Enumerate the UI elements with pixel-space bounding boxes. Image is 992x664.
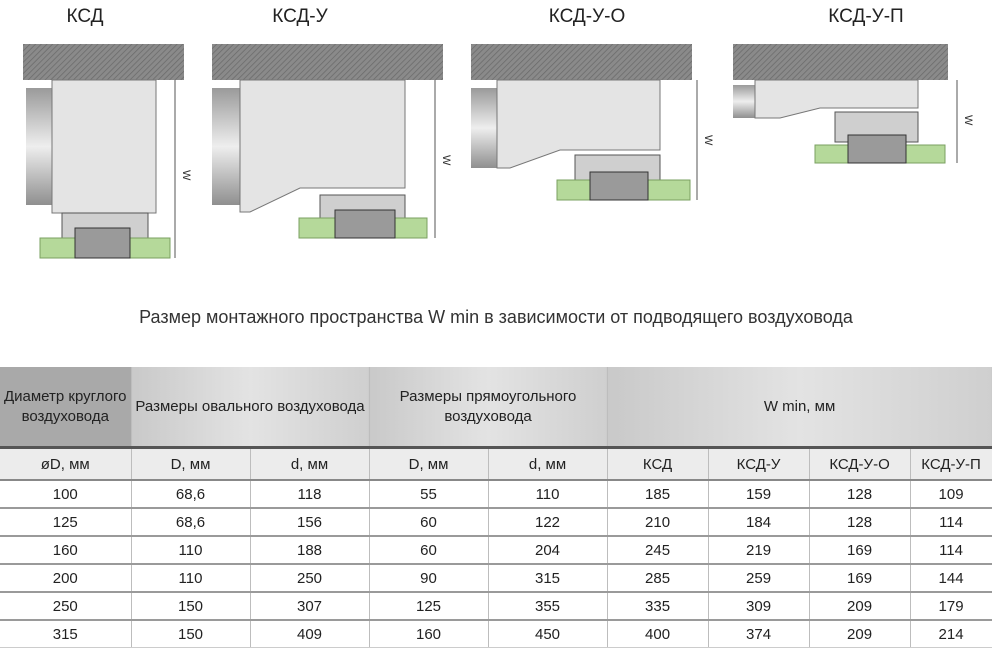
table-cell: 307 [250,592,370,621]
table-cell: 156 [250,508,370,537]
diagram-label-ksd-u-o: КСД-У-О [548,6,626,27]
table-cell: 214 [910,620,992,648]
sub-header: КСД [607,447,709,481]
table-cell: 60 [369,536,489,565]
wmin-table: Диаметр круглого воздуховода Размеры ова… [0,367,992,648]
table-caption: Размер монтажного пространства W min в з… [139,307,853,327]
table-cell: 179 [910,592,992,621]
table-cell: 245 [607,536,709,565]
table-cell: 68,6 [131,508,251,537]
table-cell: 209 [809,620,911,648]
table-cell: 125 [0,508,132,537]
dimension-w-label: W [702,135,714,146]
diagram-label-ksd-u-p: КСД-У-П [828,6,904,27]
table-cell: 259 [708,564,810,593]
table-cell: 200 [0,564,132,593]
table-cell: 285 [607,564,709,593]
diagram-label-ksd-u: КСД-У [272,6,328,27]
table-cell: 55 [369,480,489,509]
table-cell: 114 [910,508,992,537]
table-cell: 110 [131,536,251,565]
table-cell: 188 [250,536,370,565]
table-cell: 90 [369,564,489,593]
header-oval-duct: Размеры овального воздуховода [131,367,370,449]
header-round-duct: Диаметр круглого воздуховода [0,367,132,449]
sub-header: øD, мм [0,447,132,481]
table-cell: 125 [369,592,489,621]
installation-diagrams: W W W W [23,44,974,259]
sub-header: КСД-У-П [910,447,992,481]
table-cell: 450 [488,620,608,648]
table-cell: 110 [488,480,608,509]
table-cell: 110 [131,564,251,593]
sub-header: D, мм [131,447,251,481]
diagram-ksd-u-p: W [733,44,974,164]
table-cell: 309 [708,592,810,621]
table-cell: 335 [607,592,709,621]
table-cell: 150 [131,620,251,648]
table-cell: 109 [910,480,992,509]
table-cell: 210 [607,508,709,537]
diagram-ksd-u-o: W [471,44,714,201]
table-cell: 144 [910,564,992,593]
sub-header: D, мм [369,447,489,481]
table-cell: 204 [488,536,608,565]
table-cell: 374 [708,620,810,648]
table-cell: 159 [708,480,810,509]
table-cell: 184 [708,508,810,537]
sub-header: КСД-У-О [809,447,911,481]
table-cell: 128 [809,480,911,509]
table-cell: 169 [809,536,911,565]
table-cell: 400 [607,620,709,648]
table-cell: 355 [488,592,608,621]
table-cell: 68,6 [131,480,251,509]
table-cell: 315 [0,620,132,648]
diagram-ksd: W [23,44,192,259]
table-cell: 128 [809,508,911,537]
dimension-w-label: W [962,115,974,126]
table-cell: 250 [0,592,132,621]
table-cell: 250 [250,564,370,593]
dimension-w-label: W [180,170,192,181]
table-cell: 122 [488,508,608,537]
table-cell: 219 [708,536,810,565]
header-rect-duct: Размеры прямоугольного воздуховода [369,367,608,449]
diagram-label-ksd: КСД [66,6,104,27]
table-cell: 185 [607,480,709,509]
sub-header: d, мм [488,447,608,481]
table-cell: 209 [809,592,911,621]
table-cell: 169 [809,564,911,593]
table-cell: 315 [488,564,608,593]
dimension-w-label: W [440,155,452,166]
sub-header: d, мм [250,447,370,481]
table-cell: 118 [250,480,370,509]
table-cell: 160 [369,620,489,648]
table-cell: 60 [369,508,489,537]
header-wmin: W min, мм [607,367,992,449]
diagram-ksd-u: W [212,44,452,239]
table-cell: 160 [0,536,132,565]
table-cell: 150 [131,592,251,621]
sub-header: КСД-У [708,447,810,481]
table-cell: 114 [910,536,992,565]
table-cell: 409 [250,620,370,648]
table-cell: 100 [0,480,132,509]
